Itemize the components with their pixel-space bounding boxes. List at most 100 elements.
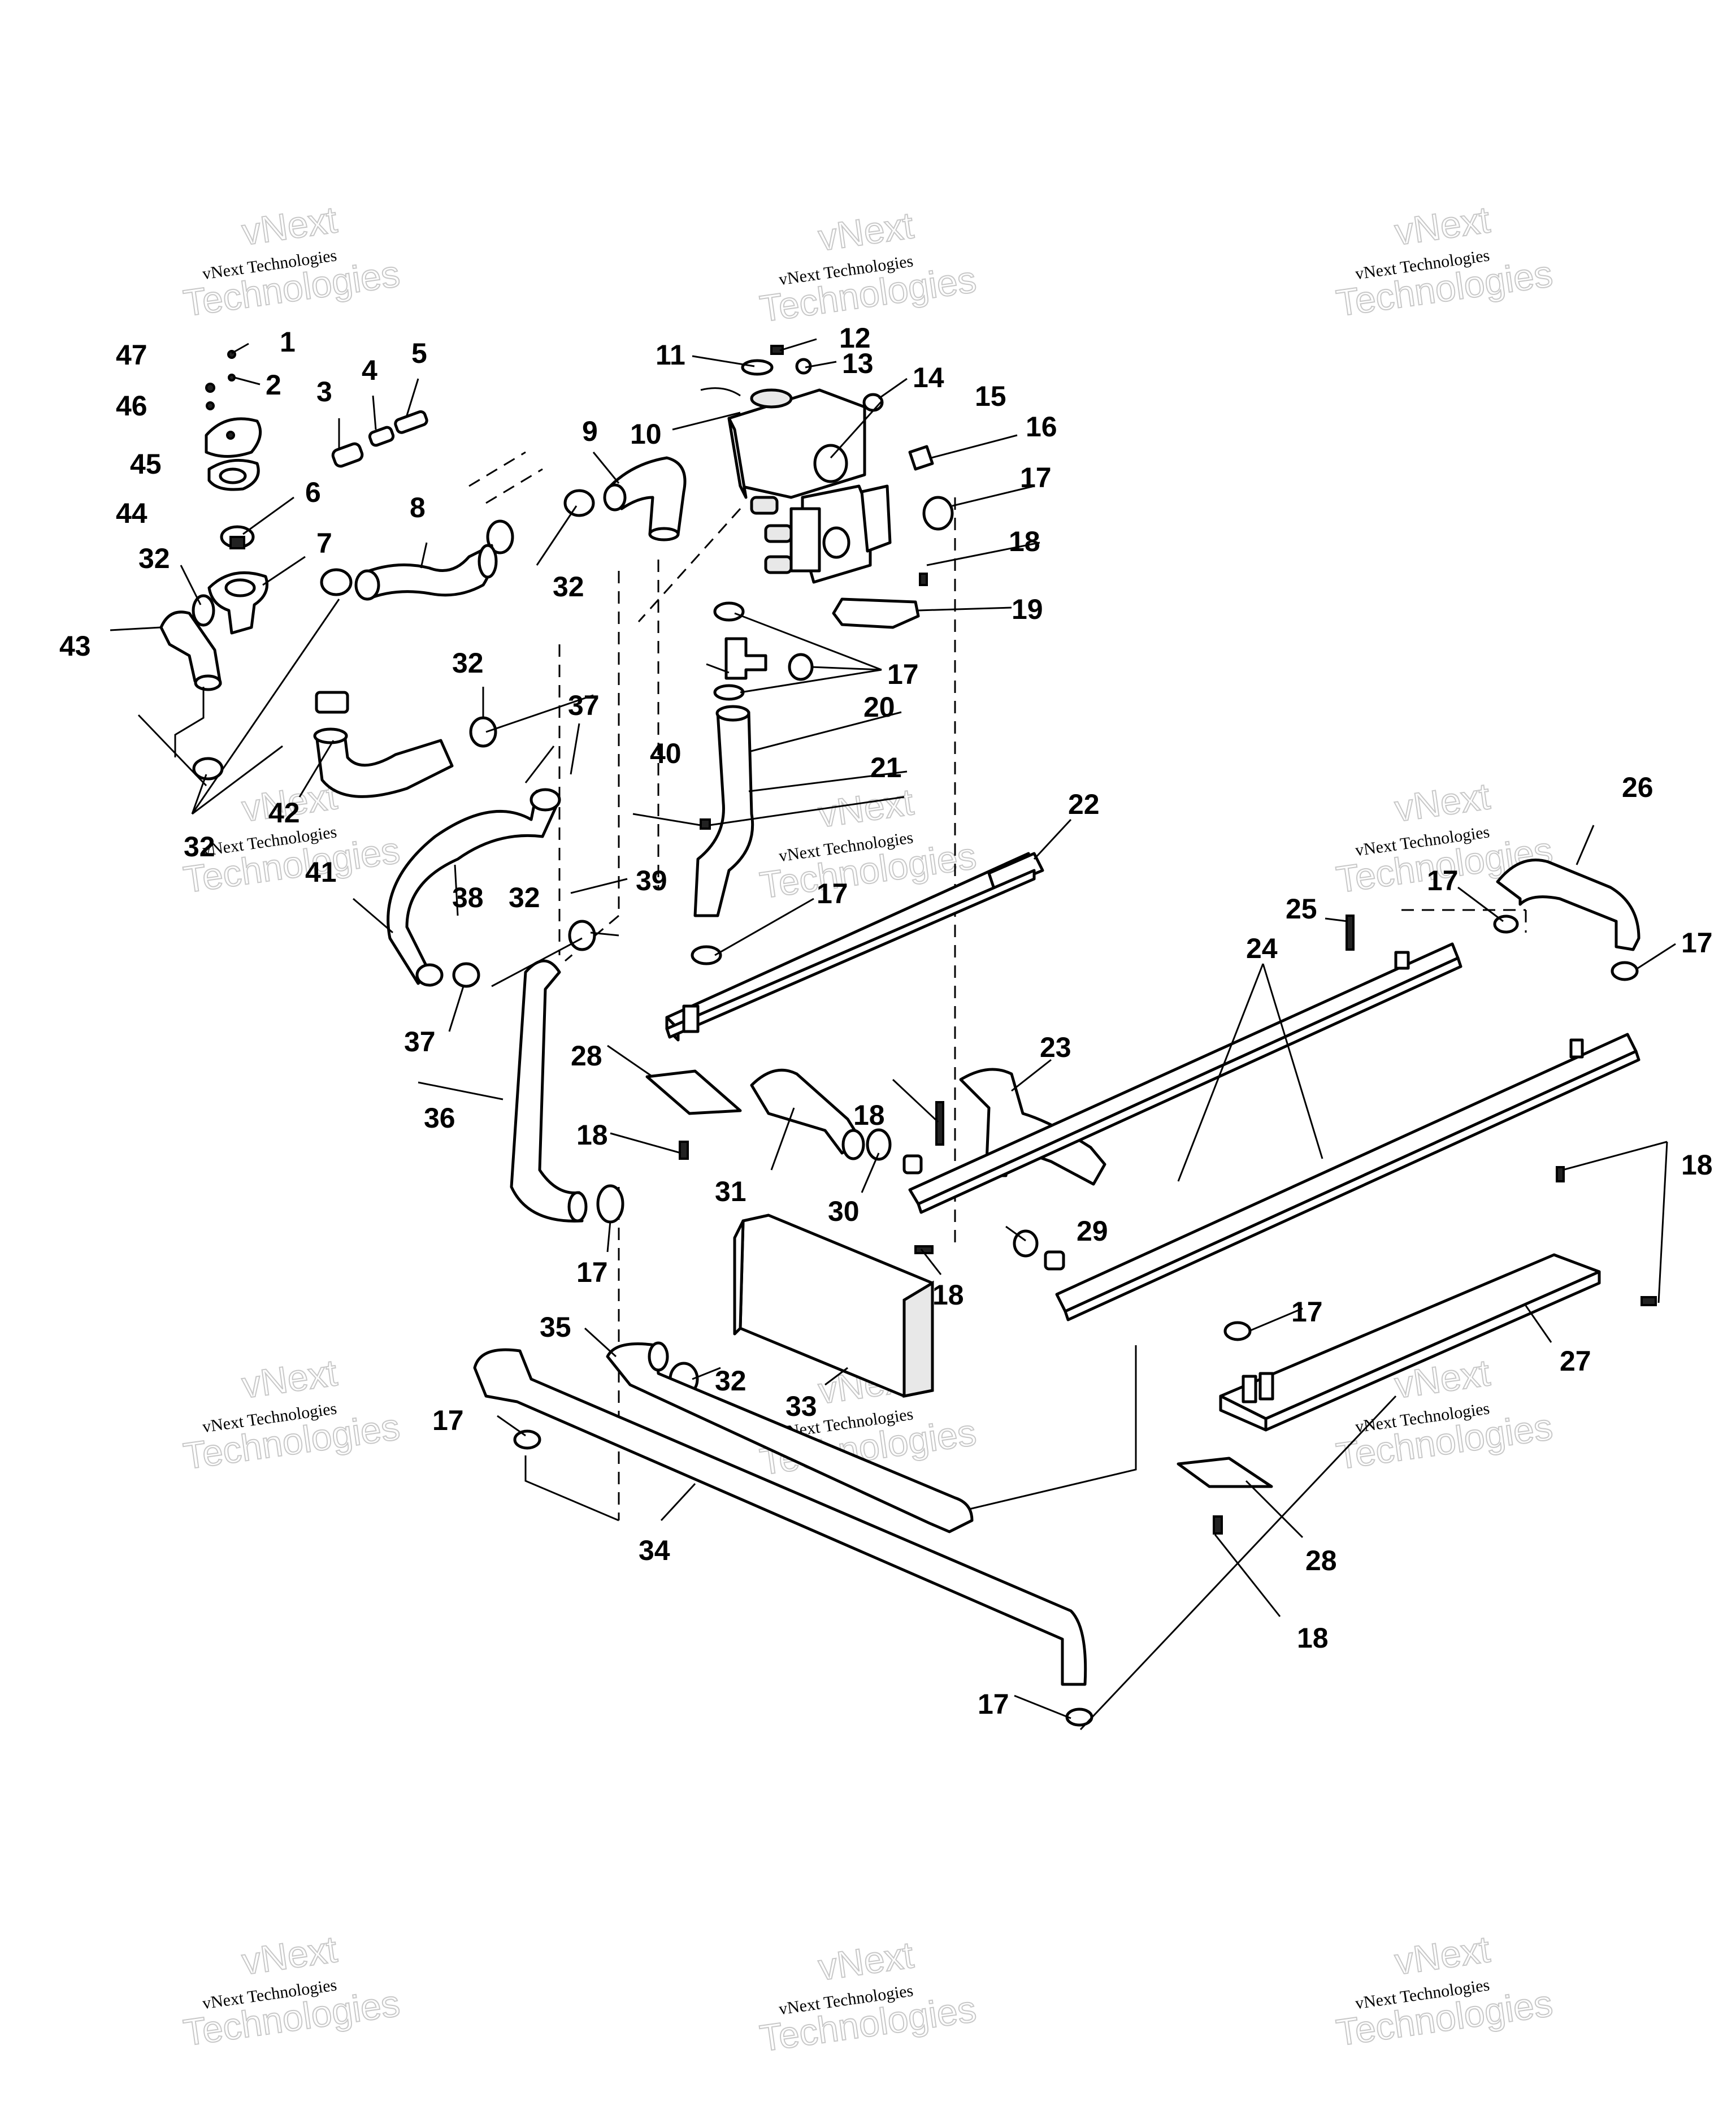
callout-17: 17 <box>432 1405 464 1436</box>
hose <box>510 959 584 1223</box>
bolt <box>1556 1166 1565 1182</box>
callout-2: 2 <box>266 369 281 401</box>
hose-end <box>354 569 380 601</box>
fitting <box>368 426 395 447</box>
callout-18: 18 <box>1297 1622 1329 1654</box>
callout-13: 13 <box>842 348 874 379</box>
callout-17: 17 <box>576 1256 608 1288</box>
hose-end <box>530 788 561 812</box>
callout-14: 14 <box>913 362 944 393</box>
callout-46: 46 <box>116 390 147 422</box>
callout-27: 27 <box>1560 1345 1591 1377</box>
clamp <box>788 653 814 681</box>
washer <box>228 374 236 382</box>
washer <box>206 401 215 410</box>
watermark-text: vNext <box>240 1351 340 1406</box>
callout-18: 18 <box>1009 526 1040 557</box>
bracket <box>832 597 920 629</box>
clamp <box>691 945 722 965</box>
fitting <box>394 410 428 434</box>
callout-33: 33 <box>785 1390 817 1422</box>
callout-15: 15 <box>975 380 1006 412</box>
callout-30: 30 <box>828 1195 860 1227</box>
callout-32: 32 <box>553 571 584 603</box>
o-ring <box>741 359 774 376</box>
watermark-mid-center: vNext vNext Technologies Technologies <box>757 780 979 907</box>
hose <box>693 710 754 917</box>
hose-end <box>603 483 627 512</box>
hose <box>750 1068 863 1155</box>
clamp <box>452 962 480 988</box>
callout-17: 17 <box>978 1688 1009 1720</box>
hose-end <box>841 1129 865 1160</box>
callout-12: 12 <box>839 322 871 354</box>
cover-bolt-hole <box>226 431 235 440</box>
filler-neck <box>750 388 793 409</box>
watermark-text: vNext <box>816 204 916 259</box>
callout-26: 26 <box>1622 772 1653 803</box>
callout-3: 3 <box>316 376 332 408</box>
heat-exchanger-side <box>1064 1050 1640 1321</box>
callout-9: 9 <box>582 415 598 447</box>
callout-40: 40 <box>650 738 682 769</box>
hose-end <box>415 963 444 987</box>
coolant-tube <box>606 1342 974 1533</box>
bolt <box>1640 1296 1657 1306</box>
bolt <box>1346 915 1355 951</box>
callout-21: 21 <box>870 752 902 783</box>
hose-elbow <box>315 733 454 798</box>
watermark-bottom-right: vNext vNext Technologies Technologies <box>1333 1927 1556 2054</box>
callout-6: 6 <box>305 476 321 508</box>
screw <box>919 573 928 586</box>
parts <box>159 345 1657 1727</box>
callout-37: 37 <box>568 690 600 721</box>
fitting <box>331 442 364 468</box>
callout-20: 20 <box>863 691 895 723</box>
elbow-fitting <box>1044 1250 1065 1271</box>
leader-lines <box>110 338 1676 1731</box>
callout-25: 25 <box>1286 893 1317 925</box>
callout-4: 4 <box>362 354 377 386</box>
callout-17: 17 <box>1291 1296 1323 1328</box>
callout-43: 43 <box>59 630 91 662</box>
callout-16: 16 <box>1026 411 1057 443</box>
callout-29: 29 <box>1077 1215 1108 1247</box>
watermark-text: vNext <box>1392 1928 1492 1983</box>
watermark-top-right: vNext vNext Technologies Technologies <box>1333 198 1556 324</box>
callout-18: 18 <box>853 1099 885 1131</box>
callout-18: 18 <box>932 1279 964 1311</box>
watermark-top-left: vNext vNext Technologies Technologies <box>180 198 403 324</box>
clamp <box>1611 961 1639 981</box>
tank-body <box>789 507 821 573</box>
watermark-low-left: vNext vNext Technologies Technologies <box>180 1351 403 1477</box>
callout-24: 24 <box>1246 933 1278 964</box>
watermark-text: vNext <box>1392 198 1492 253</box>
housing-port <box>224 578 256 597</box>
callout-32: 32 <box>509 882 540 913</box>
callout-32: 32 <box>715 1365 747 1397</box>
inlet-stub <box>1258 1372 1274 1401</box>
callout-31: 31 <box>715 1176 747 1207</box>
callout-28: 28 <box>571 1040 602 1072</box>
callout-41: 41 <box>305 856 337 888</box>
sight-port <box>813 444 848 483</box>
callout-32: 32 <box>452 647 484 679</box>
cap-plug <box>315 691 349 714</box>
hose-nipple <box>764 524 793 543</box>
callout-8: 8 <box>410 492 426 523</box>
watermark-text: vNext <box>816 1934 916 1988</box>
heat-exchanger <box>665 852 1044 1042</box>
watermark-top-center: vNext vNext Technologies Technologies <box>757 203 979 330</box>
callout-39: 39 <box>636 865 667 896</box>
heat-exchanger-end <box>733 1214 934 1398</box>
bolt <box>679 1141 689 1160</box>
elbow-fitting <box>902 1154 923 1175</box>
bolt <box>1213 1515 1223 1535</box>
callout-1: 1 <box>280 326 296 358</box>
callout-17: 17 <box>1020 462 1052 493</box>
watermark-text: vNext <box>240 1928 340 1983</box>
clamp <box>1493 915 1519 934</box>
hose-nipple <box>764 555 793 574</box>
callout-5: 5 <box>411 337 427 369</box>
inlet-stub <box>1242 1375 1257 1403</box>
